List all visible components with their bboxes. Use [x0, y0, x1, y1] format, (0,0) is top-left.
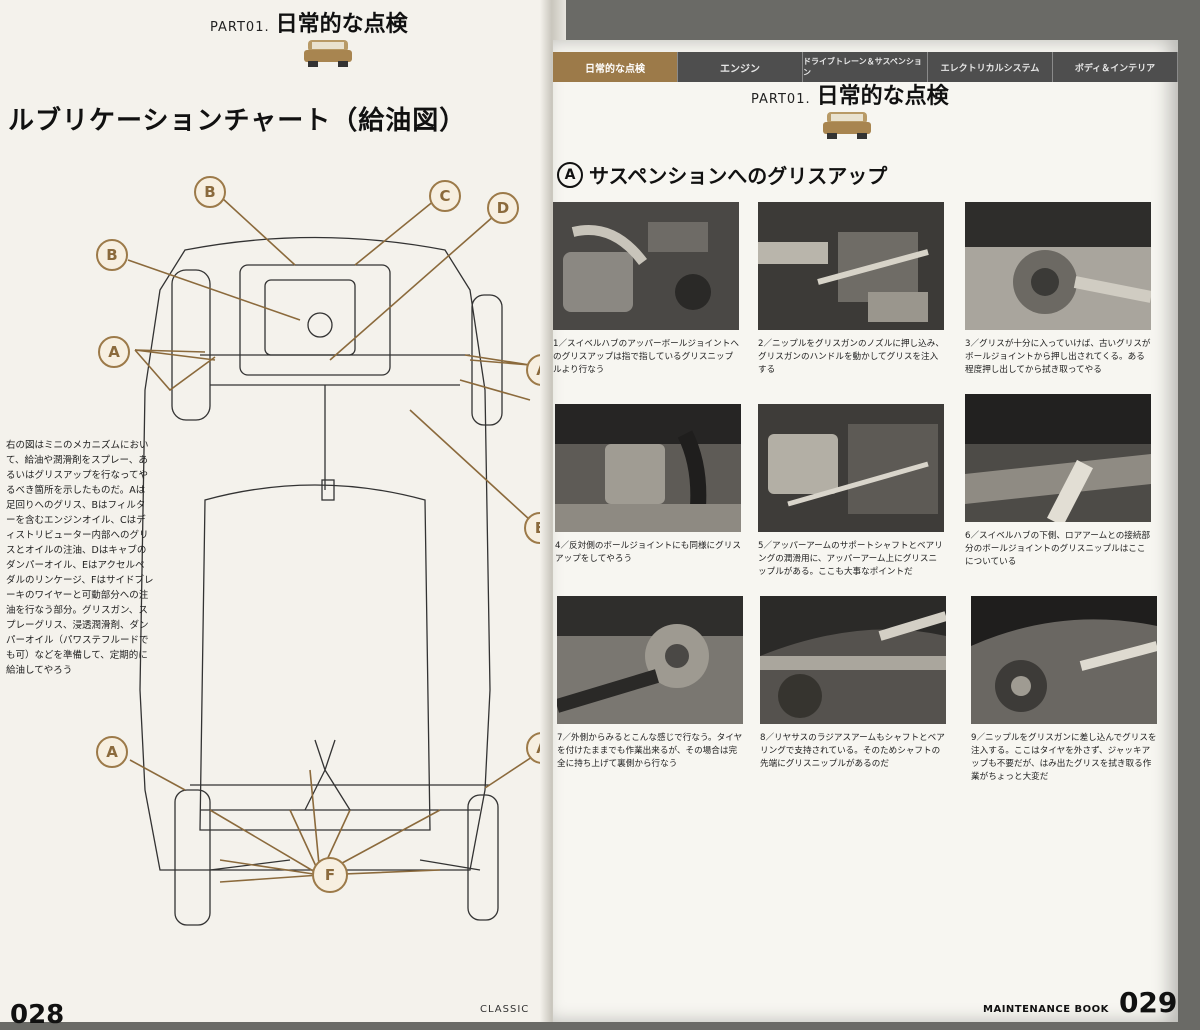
tab-body-interior: ボディ＆インテリア: [1053, 52, 1178, 82]
heading-letter: A: [557, 161, 583, 188]
photo-step-4: 4／反対側のボールジョイントにも同様にグリスアップをしてやろう: [555, 404, 741, 566]
photo-step-9: 9／ニップルをグリスガンに差し込んでグリスを注入する。ここはタイヤを外さず、ジャ…: [971, 596, 1157, 784]
callout-f: F: [312, 857, 348, 893]
callout-b-left: B: [96, 239, 128, 271]
svg-text:D: D: [497, 199, 509, 217]
mini-car-icon: [823, 112, 871, 139]
photo-step-5: 5／アッパーアームのサポートシャフトとベアリングの潤滑用に、アッパーアーム上にグ…: [758, 404, 944, 579]
photo-caption: 9／ニップルをグリスガンに差し込んでグリスを注入する。ここはタイヤを外さず、ジャ…: [971, 733, 1157, 782]
photo-step-8: 8／リヤサスのラジアスアームもシャフトとベアリングで支持されている。そのためシャ…: [760, 596, 946, 771]
callout-a-rear-right: A: [526, 732, 540, 764]
body-text: 右の図はミニのメカニズムにおいて、給油や潤滑剤をスプレー、あるいはグリスアップを…: [6, 440, 154, 676]
photo-caption: 3／グリスが十分に入っていけば、古いグリスがボールジョイントから押し出されてくる…: [965, 339, 1151, 375]
page-footer: MAINTENANCE BOOK 029: [983, 986, 1177, 1019]
heading-text: サスペンションへのグリスアップ: [589, 164, 888, 188]
front-left-wheel: [171, 269, 211, 421]
photo-step-1: 1／スイベルハブのアッパーボールジョイントへのグリスアップは指で指しているグリス…: [553, 202, 739, 377]
svg-text:A: A: [108, 343, 120, 361]
svg-text:B: B: [204, 183, 215, 201]
photo: [758, 404, 944, 532]
photo-step-2: 2／ニップルをグリスガンのノズルに押し込み、グリスガンのハンドルを動かしてグリス…: [758, 202, 944, 377]
engine-block: [239, 264, 391, 376]
svg-text:A: A: [106, 743, 118, 761]
lubrication-diagram: B C D B A A E A A F: [96, 176, 540, 926]
section-heading: A サスペンションへのグリスアップ: [557, 160, 887, 189]
callout-d: D: [487, 192, 519, 224]
svg-text:C: C: [439, 187, 450, 205]
footer-label: MAINTENANCE BOOK: [983, 1004, 1109, 1015]
callout-a-front-right: A: [526, 354, 540, 386]
photo: [965, 394, 1151, 522]
svg-text:A: A: [536, 739, 540, 757]
callout-c: C: [429, 180, 461, 212]
left-page: PART01. 日常的な点検 ルブリケーションチャート（給油図）: [0, 0, 553, 1030]
photo: [760, 596, 946, 724]
edge-text: CLASSIC: [480, 1004, 530, 1015]
callout-a-rear-left: A: [96, 736, 128, 768]
section-tabs: 日常的な点検 エンジン ドライブトレーン＆サスペンション エレクトリカルシステム…: [553, 52, 1178, 82]
photo: [965, 202, 1151, 330]
part-title: 日常的な点検: [275, 12, 408, 37]
tab-drivetrain: ドライブトレーン＆サスペンション: [803, 52, 928, 82]
tab-daily-check: 日常的な点検: [553, 52, 678, 82]
photo-step-3: 3／グリスが十分に入っていけば、古いグリスがボールジョイントから押し出されてくる…: [965, 202, 1151, 377]
callout-b-top: B: [194, 176, 226, 208]
photo-caption: 2／ニップルをグリスガンのノズルに押し込み、グリスガンのハンドルを動かしてグリス…: [758, 339, 944, 375]
rear-right-wheel: [467, 794, 499, 921]
svg-text:E: E: [535, 519, 540, 537]
part-number: PART01.: [751, 92, 811, 107]
tab-engine: エンジン: [678, 52, 803, 82]
photo: [555, 404, 741, 532]
svg-text:B: B: [106, 246, 117, 264]
callout-a-front-left: A: [98, 336, 130, 368]
tab-electrical: エレクトリカルシステム: [928, 52, 1053, 82]
page-number-right: 029: [1118, 986, 1178, 1019]
chart-title: ルブリケーションチャート（給油図）: [8, 106, 467, 136]
photo-caption: 4／反対側のボールジョイントにも同様にグリスアップをしてやろう: [555, 541, 741, 564]
photo: [758, 202, 944, 330]
right-page: 日常的な点検 エンジン ドライブトレーン＆サスペンション エレクトリカルシステム…: [553, 40, 1178, 1022]
part-header-left: PART01. 日常的な点検: [210, 6, 408, 38]
photo-caption: 1／スイベルハブのアッパーボールジョイントへのグリスアップは指で指しているグリス…: [553, 339, 739, 375]
photo-caption: 8／リヤサスのラジアスアームもシャフトとベアリングで支持されている。そのためシャ…: [760, 733, 945, 769]
rear-left-wheel: [174, 789, 211, 926]
part-number: PART01.: [210, 20, 270, 35]
photo: [557, 596, 743, 724]
photo-step-6: 6／スイベルハブの下側、ロアアームとの接続部分のボールジョイントのグリスニップル…: [965, 394, 1151, 569]
part-header-right: PART01. 日常的な点検: [751, 78, 949, 110]
photo-step-7: 7／外側からみるとこんな感じで行なう。タイヤを付けたままでも作業出来るが、その場…: [557, 596, 743, 771]
page-number-left: 028: [10, 1000, 65, 1030]
photo-caption: 5／アッパーアームのサポートシャフトとベアリングの潤滑用に、アッパーアーム上にグ…: [758, 541, 943, 577]
svg-text:A: A: [536, 361, 540, 379]
photo: [553, 202, 739, 330]
mini-car-icon: [304, 40, 352, 67]
photo-caption: 6／スイベルハブの下側、ロアアームとの接続部分のボールジョイントのグリスニップル…: [965, 531, 1151, 567]
photo: [971, 596, 1157, 724]
photo-caption: 7／外側からみるとこんな感じで行なう。タイヤを付けたままでも作業出来るが、その場…: [557, 733, 743, 769]
callout-e: E: [524, 512, 540, 544]
svg-text:F: F: [325, 866, 335, 884]
part-title: 日常的な点検: [816, 84, 949, 109]
